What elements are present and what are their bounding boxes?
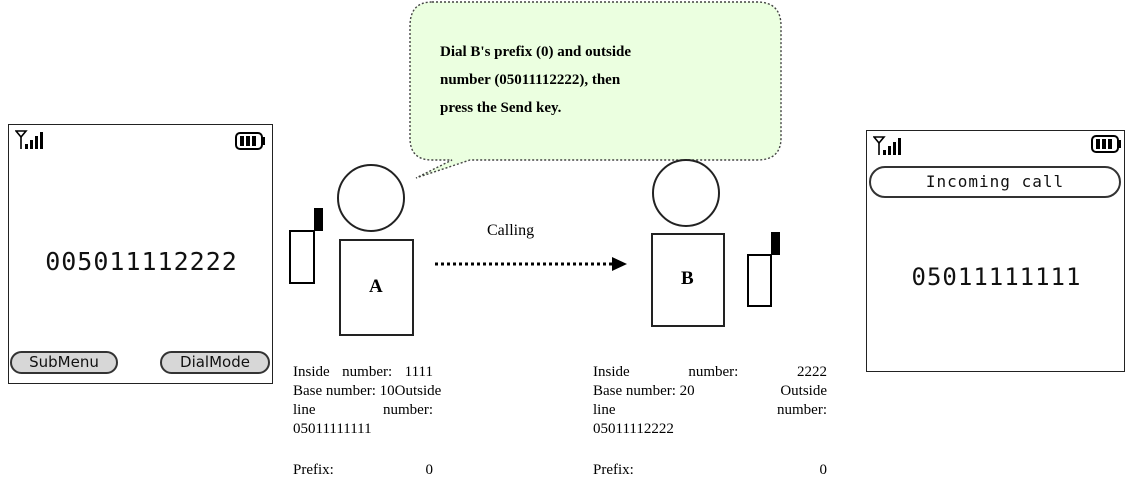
callout-line-2: number (05011112222), then: [440, 72, 621, 88]
info-text: Base number: 10: [293, 383, 395, 399]
person-b-label: B: [681, 268, 694, 289]
signal-icon: [873, 136, 901, 155]
speech-bubble: [409, 1, 782, 179]
prefix-value: 0: [425, 462, 434, 478]
instruction-callout: Dial B's prefix (0) and outside number (…: [440, 38, 760, 122]
person-b-info: Inside number: 2222 Base number: 20 Outs…: [593, 363, 827, 480]
caller-number: 05011111111: [911, 263, 1082, 291]
info-text: Outside: [394, 383, 442, 399]
info-text: line: [593, 402, 616, 418]
phone-screen-caller: 005011112222 SubMenu DialMode: [8, 124, 273, 384]
outside-number: 05011112222: [593, 421, 674, 437]
signal-icon: [15, 130, 43, 149]
dialed-number: 005011112222: [45, 247, 238, 276]
person-b-body: [651, 233, 725, 327]
calling-arrow: [435, 257, 627, 271]
outside-number: 05011111111: [293, 421, 372, 437]
prefix-value: 0: [819, 462, 828, 478]
info-text: Inside: [593, 364, 630, 380]
info-text: Inside: [293, 364, 330, 380]
battery-icon: [235, 132, 265, 150]
battery-icon: [1091, 135, 1121, 153]
person-a-info: Inside number: 1111 Base number: 10 Outs…: [293, 363, 441, 480]
handset-a-icon: [289, 208, 323, 284]
submenu-softkey[interactable]: SubMenu: [10, 351, 118, 374]
dialmode-softkey[interactable]: DialMode: [160, 351, 270, 374]
info-text: Outside: [780, 383, 827, 399]
incoming-call-banner: Incoming call: [869, 166, 1121, 198]
info-text: number:: [777, 402, 827, 418]
info-text: number:: [688, 364, 739, 380]
prefix-label: Prefix:: [593, 462, 634, 478]
callout-line-3: press the Send key.: [440, 100, 562, 116]
info-text: 2222: [796, 364, 827, 380]
phone-screen-receiver: Incoming call 05011111111: [866, 130, 1125, 372]
info-text: number:: [342, 364, 393, 380]
handset-b-icon: [747, 232, 780, 307]
person-a-label: A: [369, 276, 383, 297]
callout-line-1: Dial B's prefix (0) and outside: [440, 44, 631, 60]
person-a-head: [337, 164, 405, 232]
info-text: line: [293, 402, 316, 418]
person-a-body: [339, 239, 414, 336]
info-text: number:: [383, 402, 433, 418]
person-b-head: [652, 159, 720, 227]
prefix-label: Prefix:: [293, 462, 334, 478]
info-text: 1111: [404, 364, 433, 380]
calling-label: Calling: [487, 222, 535, 239]
info-text: Base number: 20: [593, 383, 695, 399]
